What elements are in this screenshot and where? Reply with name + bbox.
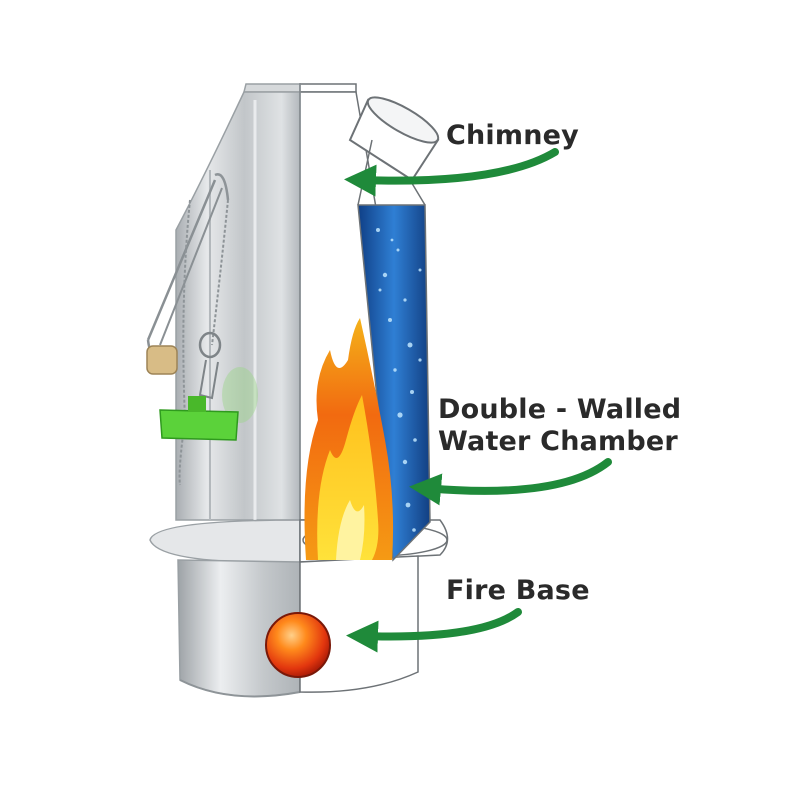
chain-icon: [178, 199, 191, 486]
fire-base-arrow: [346, 608, 522, 653]
water-chamber-arrow: [409, 458, 612, 506]
chimney-label: Chimney: [446, 120, 579, 151]
green-stopper: [159, 409, 239, 441]
water-bubbles: [376, 228, 422, 532]
arrow-icon: [344, 148, 612, 653]
kettle-exterior: [149, 83, 301, 698]
water-chamber-label-line2: Water Chamber: [438, 426, 678, 457]
flame-icon: [304, 318, 394, 560]
fire-ball-icon: [265, 612, 331, 678]
wooden-handle-grip: [146, 345, 178, 375]
kettle-handle: [146, 173, 239, 486]
water-chamber-label-line1: Double - Walled: [438, 394, 682, 425]
chimney-arrow: [344, 148, 559, 197]
water-chamber-label: Double - Walled Water Chamber: [438, 394, 681, 458]
fire-base-label: Fire Base: [446, 575, 590, 606]
